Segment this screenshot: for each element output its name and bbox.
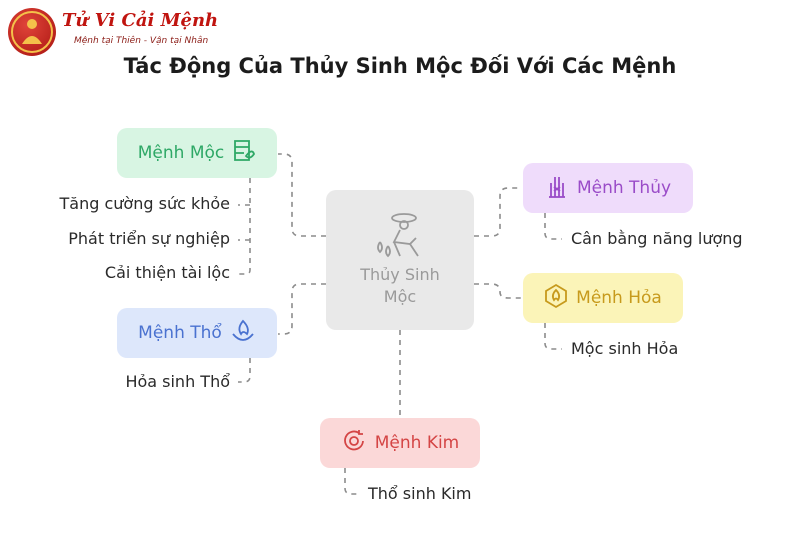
edge-tho-leaf <box>238 358 251 383</box>
node-menh-thuy-label: Mệnh Thủy <box>576 178 672 198</box>
flame-badge-icon <box>544 283 568 314</box>
center-label-line1: Thủy Sinh <box>360 265 440 284</box>
hoa-item-1: Mộc sinh Hỏa <box>571 339 679 358</box>
logo-emblem-icon <box>8 8 56 56</box>
tho-item-1: Hỏa sinh Thổ <box>125 372 230 391</box>
node-menh-moc-label: Mệnh Mộc <box>137 143 225 163</box>
node-menh-thuy: Mệnh Thủy <box>523 163 693 213</box>
fire-bowl-icon <box>230 318 256 349</box>
thuy-item-1: Cân bằng năng lượng <box>571 229 743 248</box>
logo-title: Tử Vi Cải Mệnh <box>62 10 219 31</box>
node-menh-tho: Mệnh Thổ <box>117 308 277 358</box>
center-node: Thủy Sinh Mộc <box>326 190 474 330</box>
edge-thuy-leaf <box>544 213 562 240</box>
hand-icon <box>545 173 569 204</box>
edge-moc <box>278 153 326 237</box>
node-menh-kim-label: Mệnh Kim <box>374 433 460 453</box>
edge-kim-leaf <box>344 468 360 495</box>
diagram-title: Tác Động Của Thủy Sinh Mộc Đối Với Các M… <box>123 54 677 78</box>
moc-item-3: Cải thiện tài lộc <box>104 263 230 282</box>
edge-thuy <box>474 187 522 237</box>
farmer-icon <box>377 213 419 258</box>
logo-subtitle: Mệnh tại Thiên - Vận tại Nhân <box>74 36 209 46</box>
plant-grid-icon <box>232 138 256 169</box>
node-menh-hoa: Mệnh Hỏa <box>523 273 683 323</box>
logo: Tử Vi Cải Mệnh Mệnh tại Thiên - Vận tại … <box>8 6 238 58</box>
node-menh-moc: Mệnh Mộc <box>117 128 277 178</box>
moc-item-1: Tăng cường sức khỏe <box>59 194 230 213</box>
center-label-line2: Mộc <box>383 287 417 306</box>
kim-item-1: Thổ sinh Kim <box>368 484 472 503</box>
node-menh-hoa-label: Mệnh Hỏa <box>576 288 662 308</box>
refresh-gear-icon <box>341 428 367 459</box>
node-menh-tho-label: Mệnh Thổ <box>138 323 222 343</box>
edge-moc-leaves <box>238 178 251 275</box>
edge-tho <box>278 283 326 335</box>
node-menh-kim: Mệnh Kim <box>320 418 480 468</box>
edge-hoa <box>474 283 522 299</box>
moc-item-2: Phát triển sự nghiệp <box>68 229 230 248</box>
edge-hoa-leaf <box>544 323 562 350</box>
